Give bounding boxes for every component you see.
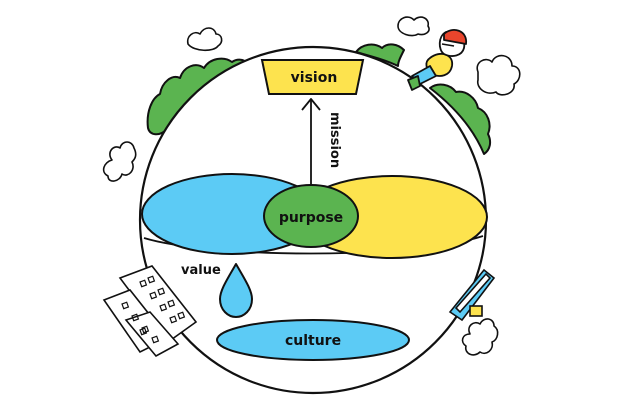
building-windows xyxy=(121,275,186,344)
building-icon xyxy=(102,265,198,358)
culture-label: culture xyxy=(285,333,341,349)
purpose-label: purpose xyxy=(279,210,343,226)
up-arrow-icon xyxy=(301,98,321,186)
cloud-icon xyxy=(461,318,499,356)
mission-label: mission xyxy=(327,112,342,168)
vision-label: vision xyxy=(291,70,338,86)
water-drop-icon xyxy=(219,263,253,318)
value-label: value xyxy=(181,263,221,278)
cloud-icon xyxy=(397,16,430,37)
vision-box xyxy=(260,59,365,95)
tree-icon xyxy=(355,43,492,155)
cloud-icon xyxy=(186,27,223,52)
purpose-ellipse xyxy=(263,184,359,248)
cloud-icon xyxy=(476,54,521,96)
culture-ellipse xyxy=(216,319,410,361)
person-icon xyxy=(407,29,467,91)
building-icon xyxy=(448,268,496,322)
cloud-icon xyxy=(102,141,137,182)
